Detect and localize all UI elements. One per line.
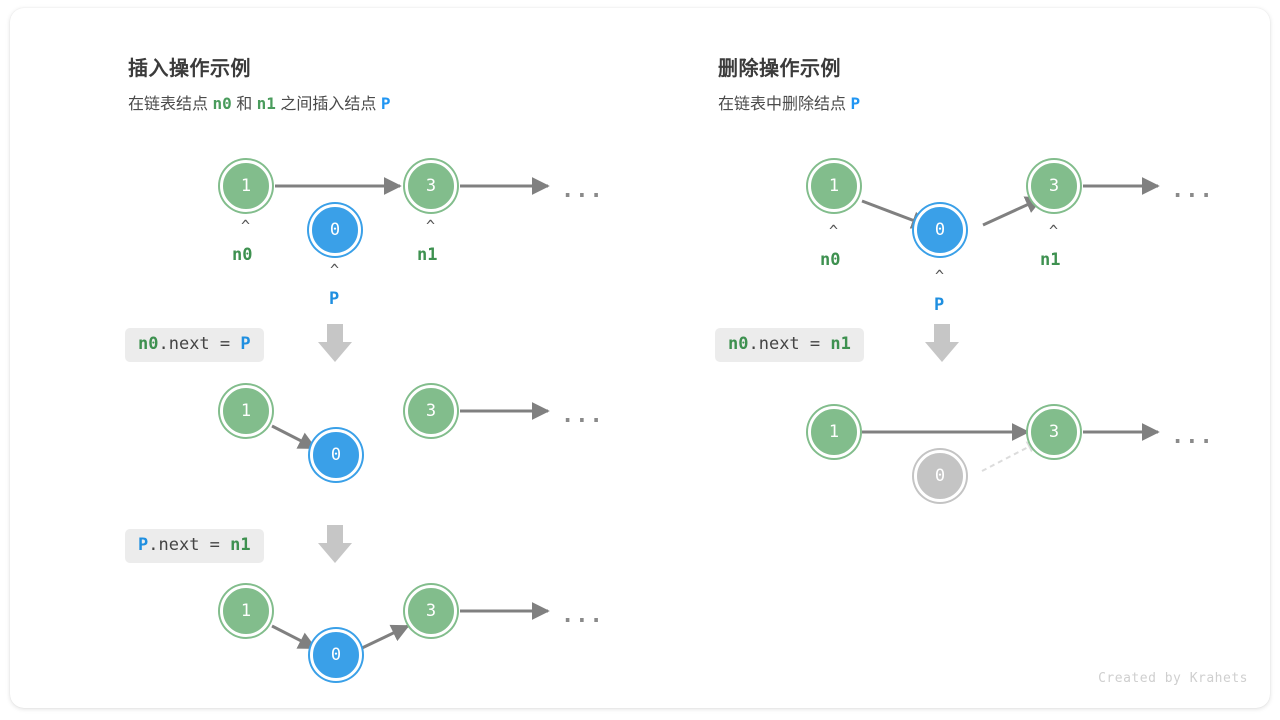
delete-step2-node-3: 3 (1028, 406, 1080, 458)
insert-code2-var-a: P (138, 535, 149, 555)
insert-step1-caret-n1: ^ (426, 217, 436, 235)
insert-subtitle-part2: 和 (236, 96, 253, 113)
delete-step1-label-n1: n1 (1040, 250, 1061, 270)
delete-panel-subtitle: 在链表中删除结点 P (718, 90, 860, 114)
insert-subtitle-var-p: P (380, 94, 391, 113)
insert-step1-caret-n0: ^ (241, 217, 251, 235)
insert-step2-arrow-n0-to-p (271, 424, 317, 450)
insert-code1-var-a: n0 (138, 334, 159, 354)
insert-step1-ellipsis: ... (561, 178, 604, 203)
insert-step1-label-n1: n1 (417, 245, 438, 265)
insert-step2-node-1: 1 (220, 385, 272, 437)
insert-step1-node-1: 1 (220, 160, 272, 212)
delete-step1-ellipsis: ... (1171, 178, 1214, 203)
delete-step1-node-3: 3 (1028, 160, 1080, 212)
insert-step3-arrow-p-to-n1 (361, 624, 410, 650)
insert-panel-subtitle: 在链表结点 n0 和 n1 之间插入结点 P (128, 90, 390, 114)
delete-step1-node-p: 0 (914, 204, 966, 256)
insert-panel: 插入操作示例 在链表结点 n0 和 n1 之间插入结点 P (10, 8, 640, 708)
delete-panel: 删除操作示例 在链表中删除结点 P (640, 8, 1270, 708)
insert-step1-label-p: P (329, 289, 340, 309)
delete-code1-var-c: n1 (830, 334, 851, 354)
insert-code1-var-c: P (240, 334, 251, 354)
insert-panel-title: 插入操作示例 (128, 58, 251, 80)
delete-code1-op: .next = (748, 334, 831, 354)
insert-step3-node-p: 0 (310, 629, 362, 681)
insert-code-chip-2: P.next = n1 (125, 529, 264, 563)
credit-text: Created by Krahets (1098, 671, 1248, 686)
delete-step1-caret-p: ^ (935, 267, 945, 285)
delete-step1-caret-n1: ^ (1049, 222, 1059, 240)
delete-step1-label-p: P (934, 295, 945, 315)
delete-panel-title: 删除操作示例 (718, 58, 841, 80)
insert-step3-arrow-n0-to-p (271, 624, 317, 650)
insert-step2-node-3: 3 (405, 385, 457, 437)
insert-step3-node-1: 1 (220, 585, 272, 637)
delete-step2-node-removed: 0 (914, 450, 966, 502)
insert-code2-var-c: n1 (230, 535, 251, 555)
delete-step2-arrow-removed-dashed (981, 441, 1040, 472)
delete-step2-ellipsis: ... (1171, 424, 1214, 449)
delete-step1-label-n0: n0 (820, 250, 841, 270)
delete-step2-node-1: 1 (808, 406, 860, 458)
insert-subtitle-part1: 在链表结点 (128, 96, 209, 113)
insert-subtitle-var-n0: n0 (212, 94, 232, 113)
insert-subtitle-part3: 之间插入结点 (280, 96, 377, 113)
delete-subtitle-part1: 在链表中删除结点 (718, 96, 847, 113)
insert-code1-op: .next = (158, 334, 241, 354)
insert-step3-ellipsis: ... (561, 603, 604, 628)
delete-code-chip-1: n0.next = n1 (715, 328, 864, 362)
figure-card: 插入操作示例 在链表结点 n0 和 n1 之间插入结点 P (10, 8, 1270, 708)
delete-step1-caret-n0: ^ (829, 222, 839, 240)
delete-step1-node-1: 1 (808, 160, 860, 212)
delete-transition-arrow-1 (925, 324, 959, 362)
insert-transition-arrow-2 (318, 525, 352, 563)
delete-code1-var-a: n0 (728, 334, 749, 354)
insert-step3-node-3: 3 (405, 585, 457, 637)
insert-step1-label-n0: n0 (232, 245, 253, 265)
insert-code2-op: .next = (148, 535, 231, 555)
insert-step2-node-p: 0 (310, 429, 362, 481)
insert-step2-ellipsis: ... (561, 403, 604, 428)
insert-subtitle-var-n1: n1 (256, 94, 276, 113)
insert-code-chip-1: n0.next = P (125, 328, 264, 362)
insert-step1-caret-p: ^ (330, 261, 340, 279)
delete-subtitle-var-p: P (850, 94, 861, 113)
insert-step1-node-3: 3 (405, 160, 457, 212)
insert-transition-arrow-1 (318, 324, 352, 362)
insert-step1-node-p: 0 (309, 204, 361, 256)
